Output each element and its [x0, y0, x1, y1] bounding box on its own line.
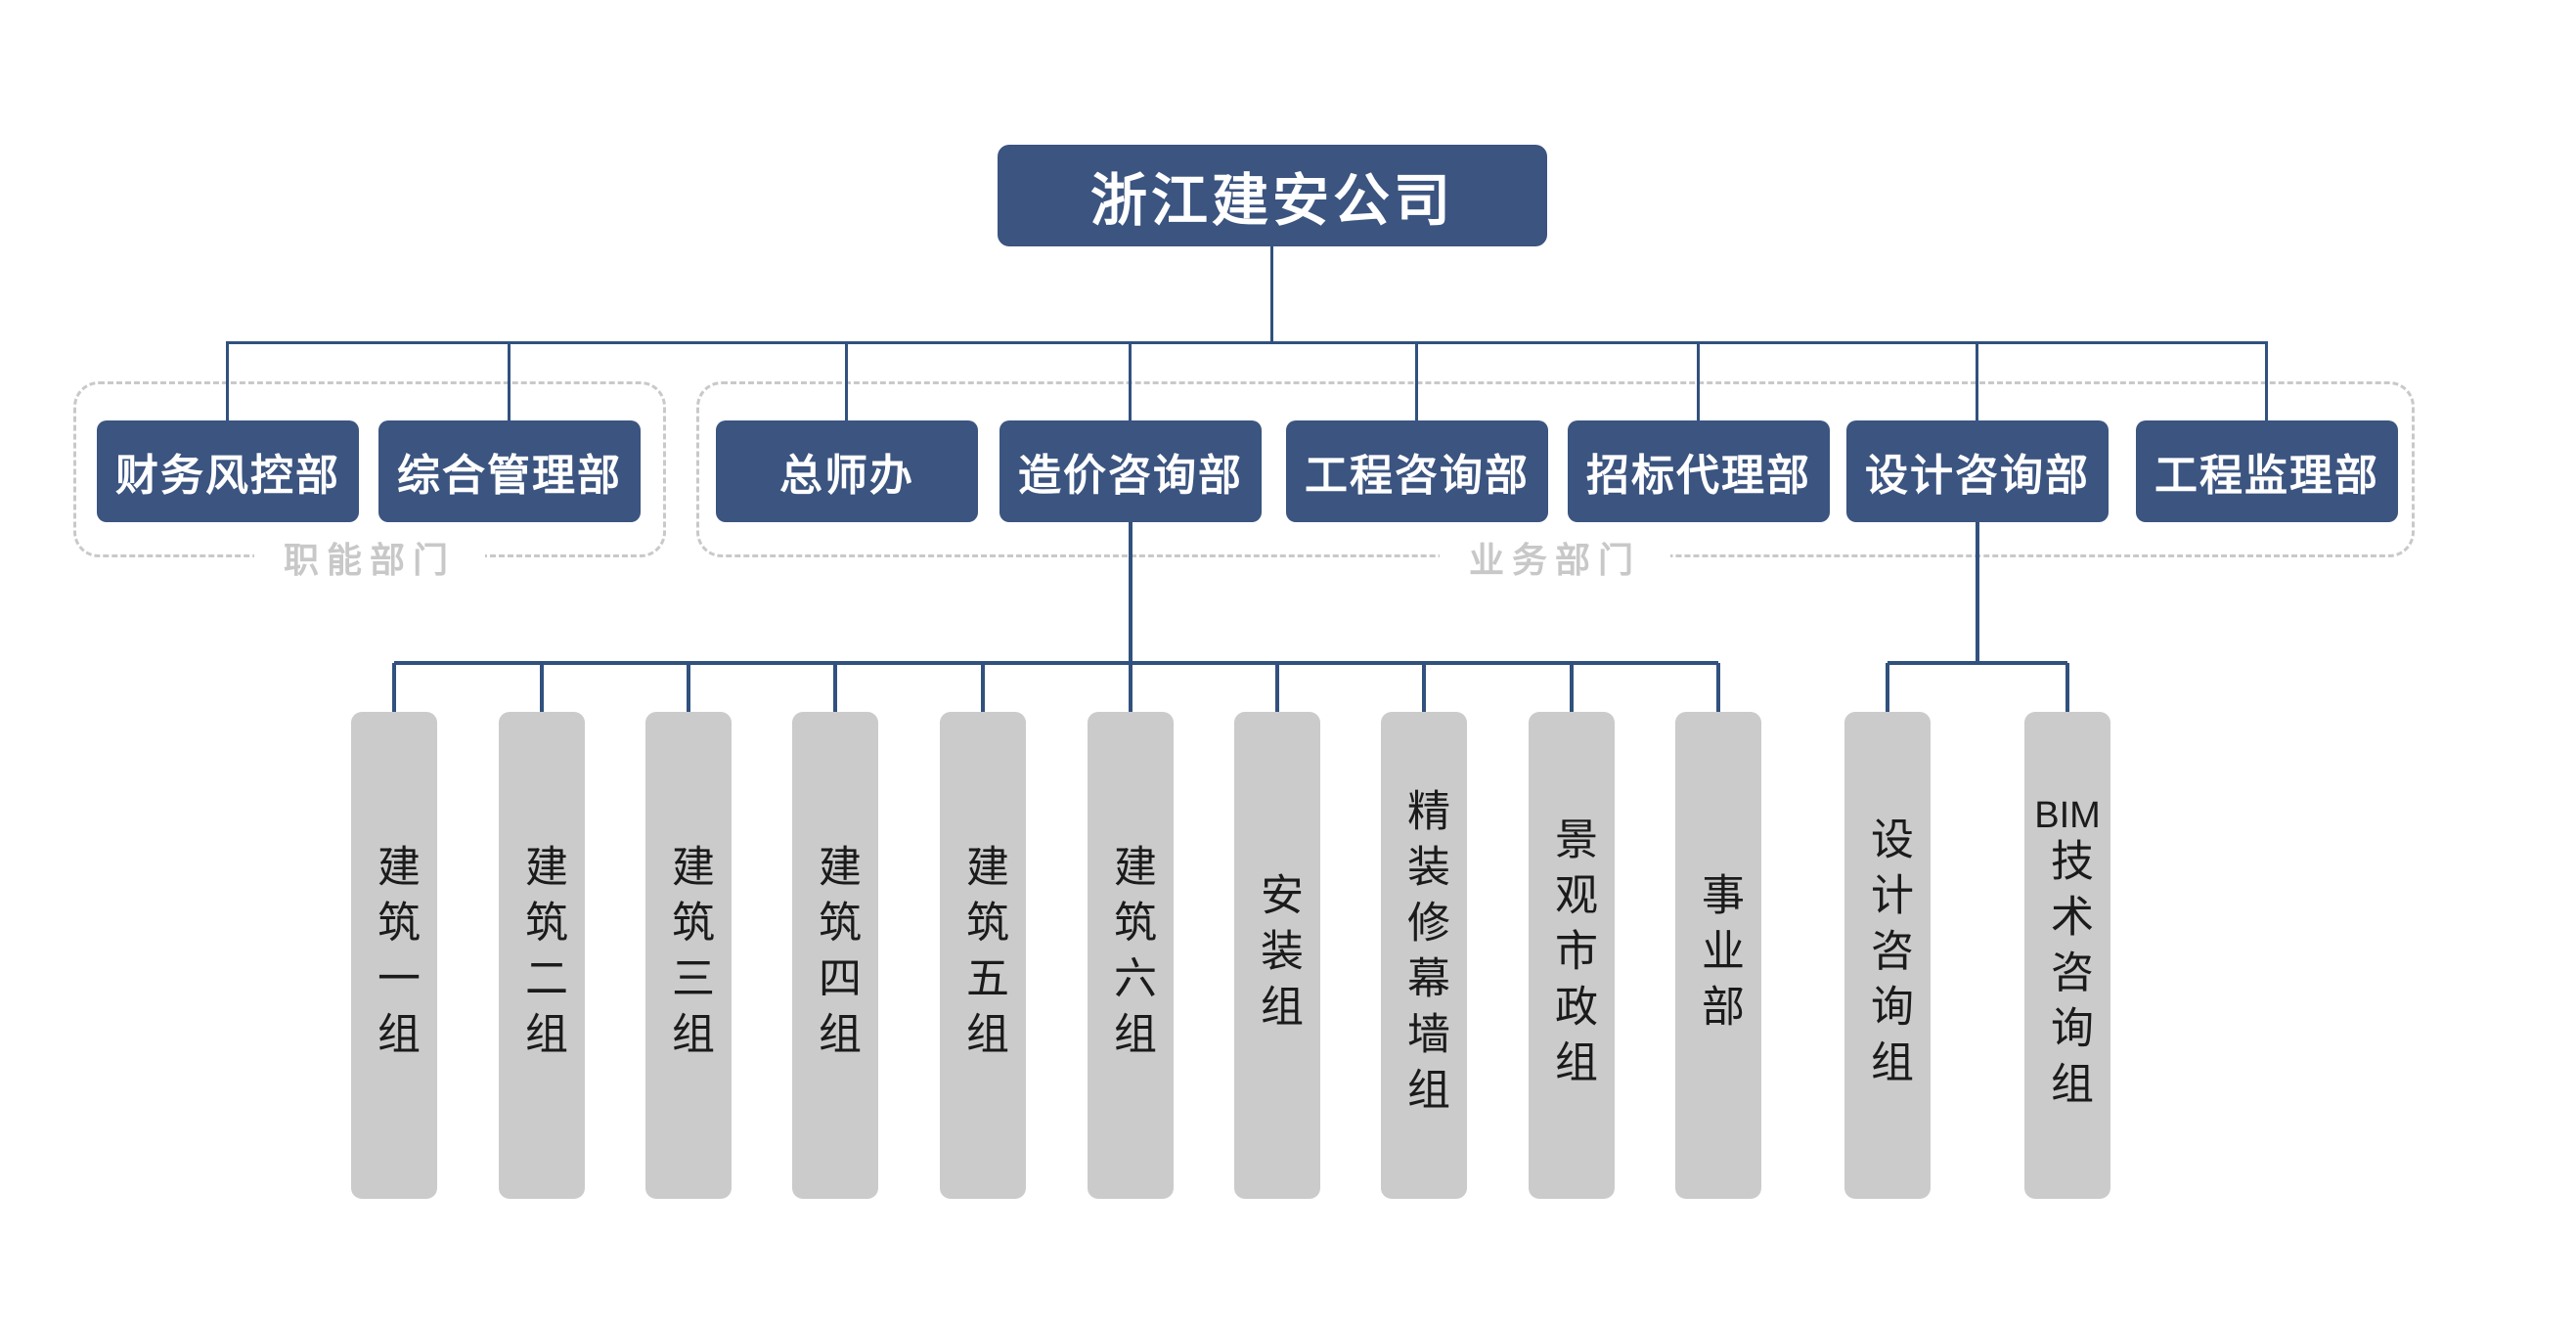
team-node: 建筑五组 [940, 712, 1026, 1199]
connector-level3-drop-8 [1570, 663, 1574, 716]
team-node: 精装修幕墙组 [1381, 712, 1467, 1199]
team-node: 建筑一组 [351, 712, 437, 1199]
dept-node-label: 工程监理部 [2154, 452, 2379, 500]
dept-node: 工程监理部 [2136, 420, 2398, 522]
dept-node-label: 招标代理部 [1586, 452, 1811, 500]
dept-node: 造价咨询部 [999, 420, 1262, 522]
team-node-label: 建筑三组 [665, 844, 713, 1067]
root-node-label: 浙江建安公司 [1089, 169, 1454, 233]
functional-group-label: 职能部门 [253, 530, 486, 585]
connector-level3-drop-1 [540, 663, 544, 716]
team-node-label: 建筑二组 [518, 844, 566, 1067]
team-node: BIM技术咨询组 [2024, 712, 2110, 1199]
connector-level3-drop-3 [833, 663, 837, 716]
dept-node: 财务风控部 [97, 420, 359, 522]
root-node: 浙江建安公司 [998, 145, 1547, 246]
dept-node-label: 造价咨询部 [1018, 452, 1243, 500]
connector-level3-drop-7 [1422, 663, 1426, 716]
team-node-label: 设计咨询组 [1864, 816, 1912, 1095]
team-node-label: BIM技术咨询组 [2034, 794, 2101, 1117]
team-node: 建筑二组 [499, 712, 585, 1199]
team-node: 设计咨询组 [1844, 712, 1931, 1199]
connector-level3-drop-5 [1129, 663, 1133, 716]
connector-level2-drop-4 [1415, 341, 1418, 423]
connector-level2-drop-2 [845, 341, 848, 423]
connector-level2-drop-5 [1697, 341, 1700, 423]
dept-node-label: 总师办 [779, 452, 914, 500]
team-node-label: 精装修幕墙组 [1400, 788, 1448, 1123]
connector-level3-drop-0 [392, 663, 396, 716]
dept-node: 总师办 [716, 420, 978, 522]
connector-level3-drop-11 [2065, 663, 2069, 716]
connector-level2-drop-6 [1976, 341, 1978, 423]
team-node: 安装组 [1234, 712, 1320, 1199]
team-node: 建筑三组 [645, 712, 732, 1199]
team-node-label: 建筑四组 [812, 844, 860, 1067]
team-node: 事业部 [1675, 712, 1761, 1199]
dept-node-label: 工程咨询部 [1305, 452, 1530, 500]
business-group-label: 业务部门 [1439, 530, 1671, 585]
connector-level3-bus-cost [394, 661, 1718, 665]
team-node-label: 安装组 [1254, 871, 1302, 1039]
connector-design-stub [1976, 522, 1979, 663]
connector-cost-stub [1129, 522, 1133, 663]
connector-level2-drop-1 [508, 341, 511, 423]
dept-node-label: 设计咨询部 [1865, 452, 2090, 500]
connector-level3-bus-design [1888, 661, 2067, 665]
connector-level2-drop-3 [1129, 341, 1132, 423]
team-node-label: 事业部 [1695, 871, 1743, 1039]
dept-node: 招标代理部 [1568, 420, 1830, 522]
connector-root-stub [1270, 246, 1273, 341]
connector-level2-drop-7 [2265, 341, 2268, 423]
dept-node-label: 财务风控部 [115, 452, 340, 500]
dept-node: 设计咨询部 [1846, 420, 2109, 522]
team-node-label: 建筑五组 [959, 844, 1007, 1067]
connector-level3-drop-9 [1716, 663, 1720, 716]
team-node-label: 建筑一组 [371, 844, 419, 1067]
connector-level3-drop-2 [687, 663, 690, 716]
team-node: 建筑四组 [792, 712, 878, 1199]
dept-node-label: 综合管理部 [397, 452, 622, 500]
connector-level3-drop-6 [1275, 663, 1279, 716]
team-node: 景观市政组 [1529, 712, 1615, 1199]
team-node-label: 建筑六组 [1107, 844, 1155, 1067]
connector-level3-drop-4 [981, 663, 985, 716]
dept-node: 工程咨询部 [1286, 420, 1548, 522]
dept-node: 综合管理部 [378, 420, 641, 522]
team-node-label: 景观市政组 [1548, 816, 1596, 1095]
connector-level2-drop-0 [226, 341, 229, 423]
connector-level3-drop-10 [1886, 663, 1889, 716]
connector-level2-bus [228, 341, 2267, 344]
latin-run: BIM [2034, 794, 2101, 836]
team-node: 建筑六组 [1088, 712, 1174, 1199]
